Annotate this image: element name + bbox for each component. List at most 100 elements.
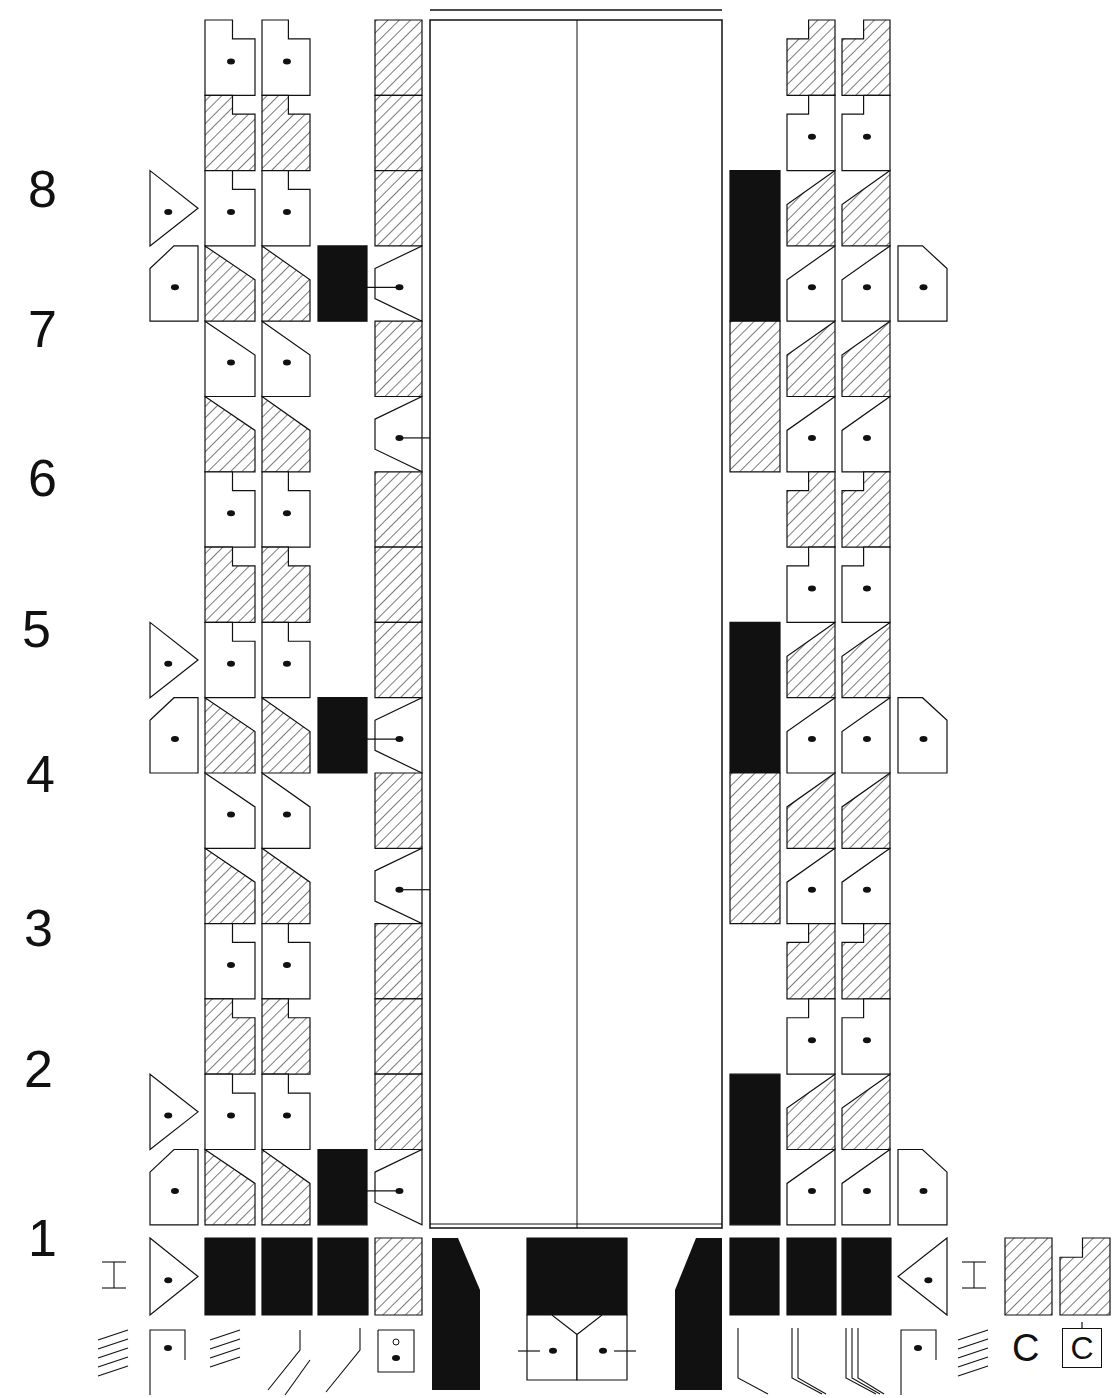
brick-piece bbox=[262, 698, 310, 773]
mortar-dot bbox=[164, 661, 172, 667]
mortar-dot bbox=[171, 1188, 179, 1194]
box-letter: C bbox=[1070, 1332, 1093, 1364]
material-symbol bbox=[98, 1339, 128, 1349]
material-symbol bbox=[210, 1330, 240, 1340]
brick-piece bbox=[205, 773, 255, 848]
brick-piece bbox=[262, 622, 310, 697]
brick-piece bbox=[205, 95, 255, 170]
brick-piece bbox=[205, 547, 255, 622]
brick-piece bbox=[787, 246, 835, 321]
brick-piece bbox=[375, 1150, 422, 1225]
brick-piece bbox=[205, 1150, 255, 1225]
material-symbol bbox=[210, 1339, 240, 1349]
mortar-dot bbox=[599, 1348, 607, 1354]
brick-piece bbox=[205, 999, 255, 1074]
mortar-dot bbox=[227, 510, 235, 516]
course-number: 1 bbox=[28, 1212, 57, 1264]
material-symbol bbox=[958, 1330, 988, 1340]
material-symbol bbox=[973, 1262, 974, 1288]
brick-piece bbox=[262, 246, 310, 321]
brick-piece bbox=[262, 321, 310, 396]
material-symbol bbox=[852, 1328, 880, 1394]
mortar-dot bbox=[549, 1348, 557, 1354]
course-number: 8 bbox=[28, 163, 57, 215]
mortar-dot bbox=[164, 209, 172, 215]
course-number: 4 bbox=[26, 748, 55, 800]
brick-piece bbox=[262, 472, 310, 547]
mortar-dot bbox=[863, 1037, 871, 1043]
brick-piece bbox=[205, 848, 255, 923]
material-symbol bbox=[378, 1330, 414, 1372]
mortar-dot bbox=[283, 58, 291, 64]
brick-piece bbox=[262, 924, 310, 999]
brick-piece bbox=[262, 171, 310, 246]
brick-piece bbox=[730, 773, 780, 924]
brick-piece bbox=[318, 1238, 368, 1315]
brick-piece bbox=[262, 20, 310, 95]
course-number: 7 bbox=[28, 303, 57, 355]
mortar-dot bbox=[227, 1113, 235, 1119]
brick-piece bbox=[375, 171, 422, 246]
brick-piece bbox=[842, 95, 890, 170]
mortar-dot bbox=[919, 1188, 927, 1194]
brick-piece bbox=[730, 622, 780, 773]
mortar-dot bbox=[808, 736, 816, 742]
brick-piece bbox=[577, 1315, 627, 1380]
brick-piece bbox=[262, 999, 310, 1074]
mortar-dot bbox=[283, 811, 291, 817]
mortar-dot bbox=[863, 736, 871, 742]
mortar-dot bbox=[164, 1113, 172, 1119]
mortar-dot bbox=[283, 360, 291, 366]
tie-line bbox=[367, 287, 400, 288]
brick-piece bbox=[375, 999, 422, 1074]
mortar-dot bbox=[164, 1277, 172, 1283]
material-symbol bbox=[150, 1330, 185, 1395]
brick-piece bbox=[842, 698, 890, 773]
brick-piece bbox=[898, 1238, 947, 1315]
brick-piece bbox=[205, 1238, 255, 1315]
brick-piece bbox=[787, 547, 835, 622]
material-symbol bbox=[98, 1330, 128, 1340]
mortar-dot bbox=[808, 887, 816, 893]
brick-piece bbox=[150, 246, 198, 321]
brick-piece bbox=[1060, 1238, 1110, 1315]
material-symbol bbox=[798, 1328, 826, 1394]
mortar-dot bbox=[863, 134, 871, 140]
course-number: 6 bbox=[28, 452, 57, 504]
brick-piece bbox=[205, 1074, 255, 1149]
symbol-ring bbox=[393, 1339, 399, 1345]
brick-piece bbox=[787, 999, 835, 1074]
material-symbol bbox=[113, 1262, 114, 1288]
material-symbol bbox=[210, 1348, 240, 1358]
material-symbol bbox=[285, 1360, 310, 1395]
mortar-dot bbox=[227, 811, 235, 817]
brick-piece bbox=[318, 246, 367, 321]
brick-piece bbox=[150, 698, 198, 773]
mortar-dot bbox=[283, 661, 291, 667]
tie-line bbox=[367, 1190, 400, 1191]
brick-piece bbox=[842, 1074, 890, 1149]
mortar-dot bbox=[863, 586, 871, 592]
brick-piece bbox=[150, 171, 198, 246]
material-symbols bbox=[98, 1262, 988, 1395]
brick-piece bbox=[730, 171, 780, 322]
brick-piece bbox=[150, 1238, 198, 1315]
material-symbol bbox=[98, 1366, 128, 1376]
mortar-dot bbox=[283, 510, 291, 516]
mortar-dot bbox=[808, 134, 816, 140]
brick-piece bbox=[262, 95, 310, 170]
brick-piece bbox=[375, 397, 422, 472]
brick-piece bbox=[262, 1150, 310, 1225]
course-number: 2 bbox=[24, 1043, 53, 1095]
brick-piece bbox=[842, 1238, 891, 1315]
brick-piece bbox=[205, 20, 255, 95]
material-symbol bbox=[958, 1348, 988, 1358]
brick-piece bbox=[842, 999, 890, 1074]
brick-piece bbox=[787, 171, 835, 246]
brick-piece bbox=[787, 848, 835, 923]
mortar-dot bbox=[924, 1277, 932, 1283]
brick-piece bbox=[318, 1150, 367, 1225]
material-symbol bbox=[738, 1328, 768, 1394]
brick-piece bbox=[842, 321, 890, 396]
